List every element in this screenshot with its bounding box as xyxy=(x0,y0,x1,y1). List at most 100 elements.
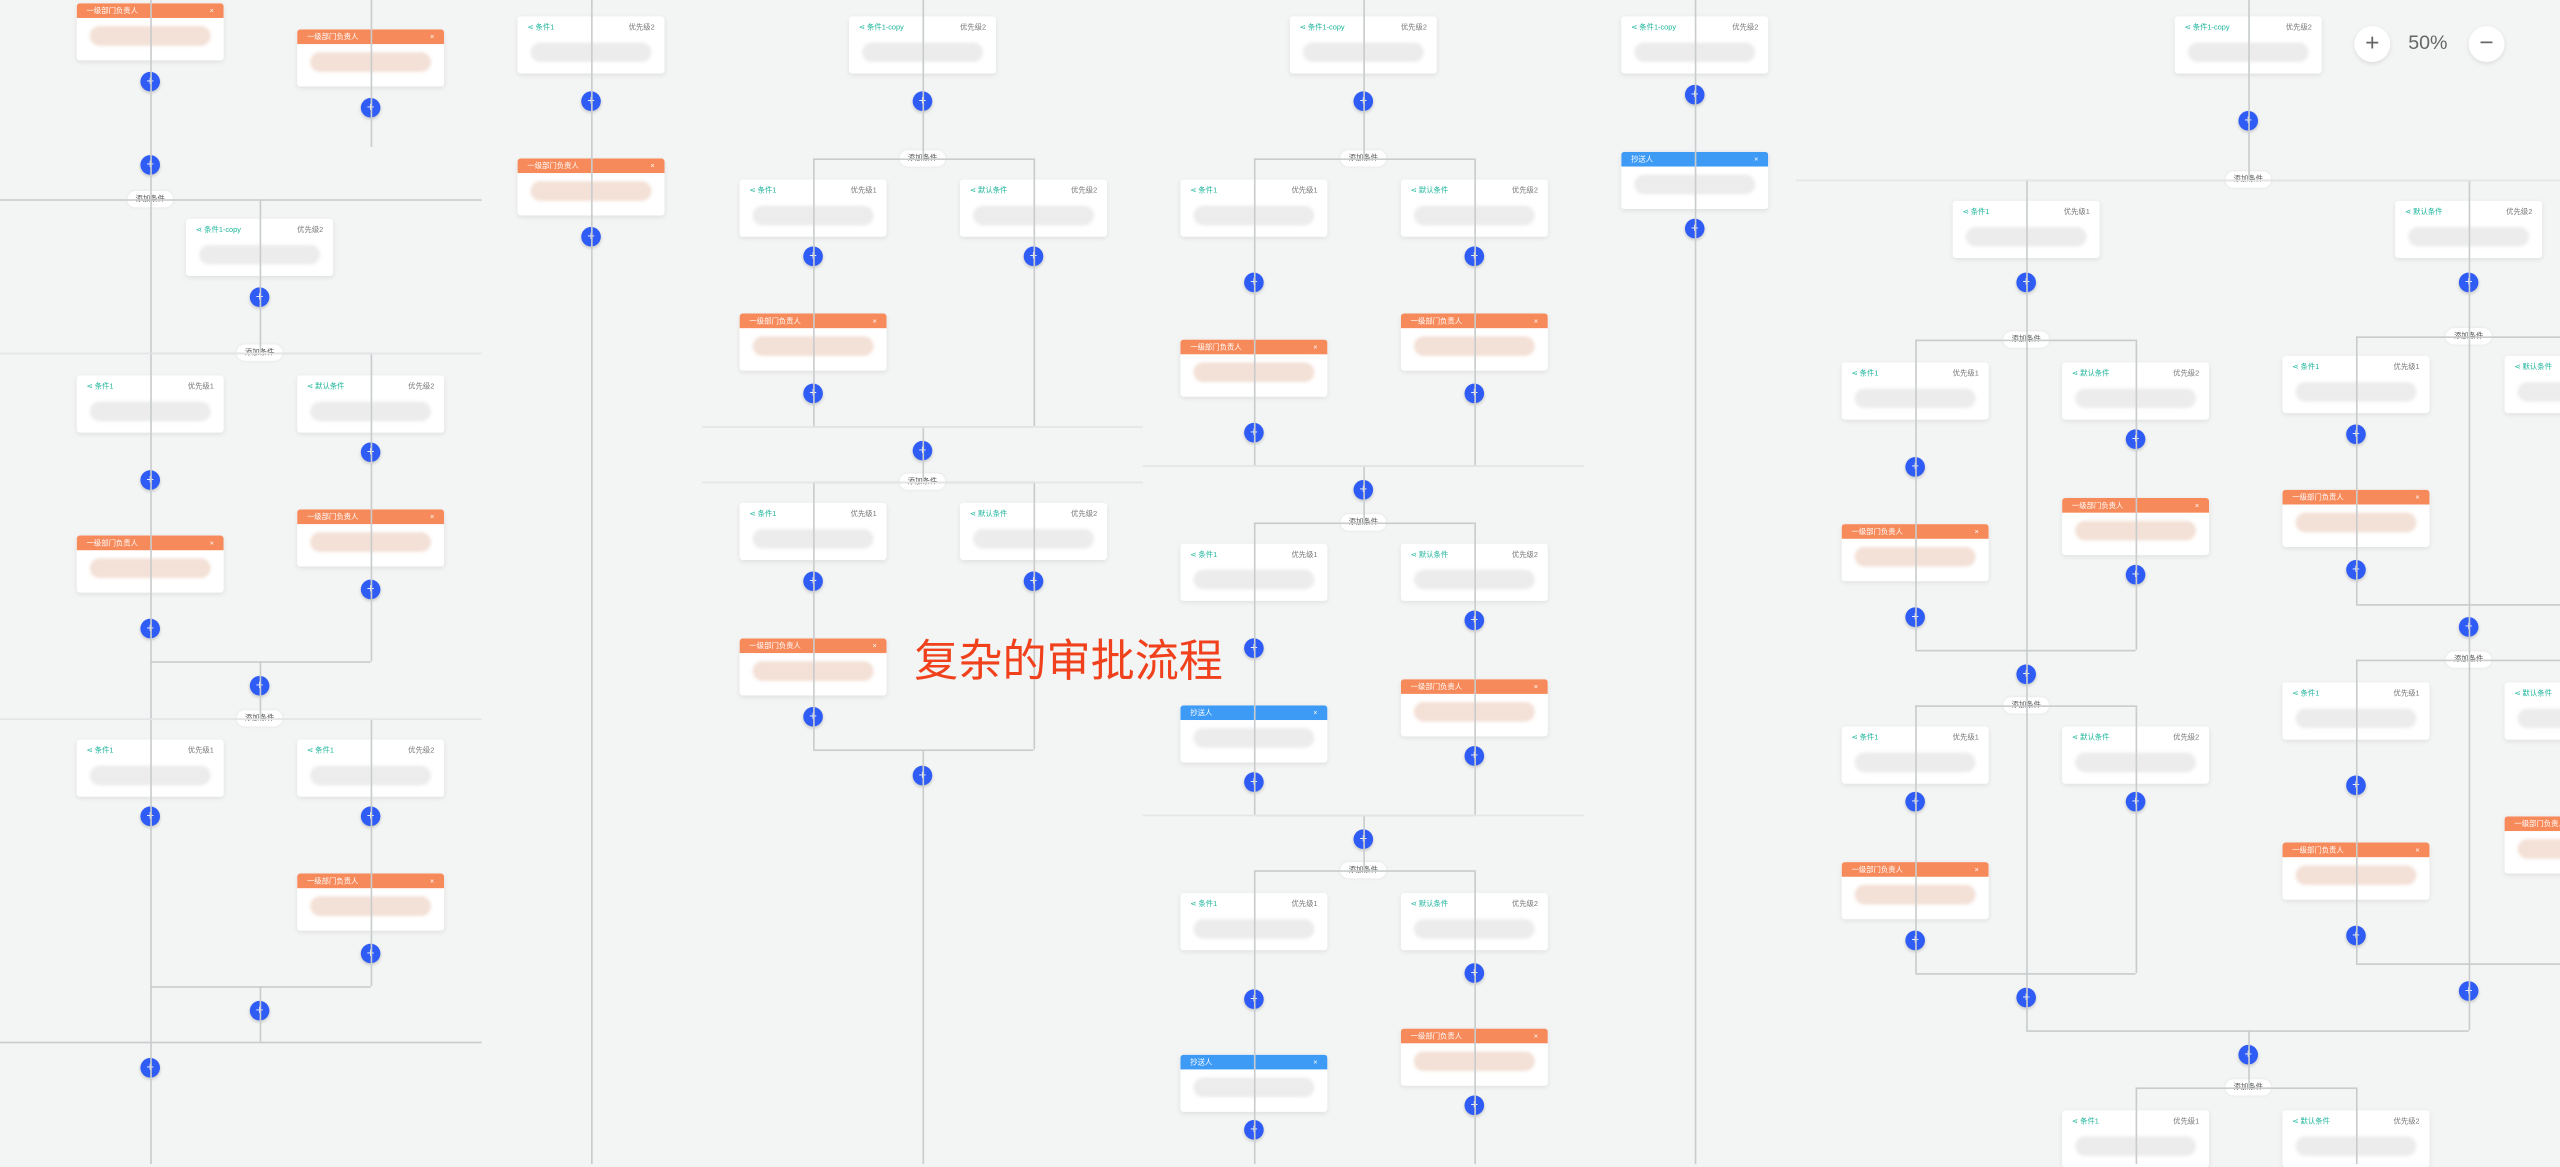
approver-node[interactable]: 一级部门负责人× xyxy=(2504,816,2560,874)
add-node-button[interactable]: + xyxy=(1905,930,1925,951)
connector-line xyxy=(2026,179,2028,1031)
approver-node[interactable]: 一级部门负责人× xyxy=(1400,1028,1548,1086)
node-title: 一级部门负责人 xyxy=(306,876,359,885)
connector-line xyxy=(1915,973,2136,975)
node-priority: 优先级1 xyxy=(850,509,877,518)
zoom-out-button[interactable]: − xyxy=(2468,26,2505,63)
approver-node[interactable]: 一级部门负责人× xyxy=(76,535,224,593)
node-title: 一级部门负责人 xyxy=(1410,682,1463,691)
close-icon[interactable]: × xyxy=(872,641,877,650)
node-content xyxy=(310,401,432,422)
add-node-button[interactable]: + xyxy=(140,1057,161,1078)
add-node-button[interactable]: + xyxy=(1464,383,1485,404)
node-title: 一级部门负责人 xyxy=(749,641,801,650)
add-node-button[interactable]: + xyxy=(1905,607,1925,627)
add-node-button[interactable]: + xyxy=(1464,746,1485,766)
condition-node[interactable]: ⋖ 默认条件优先级2 xyxy=(1400,543,1548,601)
node-content xyxy=(89,558,211,578)
add-node-button[interactable]: + xyxy=(1905,457,1925,477)
close-icon[interactable]: × xyxy=(1754,155,1759,164)
node-content xyxy=(1413,919,1535,939)
close-icon[interactable]: × xyxy=(1533,1031,1539,1041)
close-icon[interactable]: × xyxy=(2194,501,2200,510)
node-priority: 优先级2 xyxy=(408,746,435,755)
node-content xyxy=(530,181,652,201)
approver-node[interactable]: 一级部门负责人× xyxy=(1841,862,1989,920)
connector-line xyxy=(259,661,262,719)
close-icon[interactable]: × xyxy=(2415,493,2420,502)
add-node-button[interactable]: + xyxy=(1464,1095,1485,1116)
close-icon[interactable]: × xyxy=(872,316,877,325)
add-condition-button[interactable]: 添加条件 xyxy=(236,344,283,361)
add-node-button[interactable]: + xyxy=(140,470,161,490)
connector-line xyxy=(1915,339,2136,342)
add-node-button[interactable]: + xyxy=(140,806,161,827)
close-icon[interactable]: × xyxy=(1313,1057,1318,1067)
approver-node[interactable]: 一级部门负责人× xyxy=(1400,313,1548,371)
add-node-button[interactable]: + xyxy=(1464,246,1485,267)
close-icon[interactable]: × xyxy=(429,512,435,521)
close-icon[interactable]: × xyxy=(429,876,435,885)
approver-node[interactable]: 一级部门负责人 × xyxy=(1841,524,1989,582)
add-node-button[interactable]: + xyxy=(140,618,161,639)
connector-line xyxy=(591,0,593,1165)
node-title: 抄送人 xyxy=(1631,155,1654,164)
node-priority: 优先级2 xyxy=(2506,207,2533,216)
connector-line xyxy=(0,1041,482,1044)
add-node-button[interactable]: + xyxy=(140,71,161,92)
node-title: ⋖ 条件1 xyxy=(1962,207,1990,216)
node-title: ⋖ 条件1 xyxy=(2292,688,2320,698)
close-icon[interactable]: × xyxy=(1533,682,1539,691)
add-node-button[interactable]: + xyxy=(1464,610,1485,631)
node-title: ⋖ 条件1-copy xyxy=(858,22,904,32)
node-priority: 优先级2 xyxy=(1732,22,1759,32)
condition-node[interactable]: ⋖ 默认条件优先级2 xyxy=(1400,179,1548,237)
node-content xyxy=(89,401,211,422)
node-priority: 优先级1 xyxy=(187,382,214,391)
add-node-button[interactable]: + xyxy=(140,155,161,175)
connector-line xyxy=(150,0,152,1165)
close-icon[interactable]: × xyxy=(209,6,214,15)
node-title: ⋖ 条件1 xyxy=(306,746,334,755)
add-node-button[interactable]: + xyxy=(2016,987,2036,1008)
close-icon[interactable]: × xyxy=(209,538,214,547)
add-node-button[interactable]: + xyxy=(1464,963,1485,983)
close-icon[interactable]: × xyxy=(1533,316,1539,325)
close-icon[interactable]: × xyxy=(1313,708,1318,717)
node-title: 一级部门负责人 xyxy=(306,512,359,521)
approver-node[interactable]: 一级部门负责人 × xyxy=(1400,679,1548,737)
add-node-button[interactable]: + xyxy=(2016,272,2036,293)
node-content xyxy=(1413,569,1535,590)
connector-line xyxy=(1363,0,1365,159)
close-icon[interactable]: × xyxy=(650,161,655,170)
node-priority: 优先级1 xyxy=(2063,207,2090,216)
condition-node[interactable]: ⋖ 默认条件优先级2 xyxy=(1400,893,1548,951)
node-content xyxy=(89,765,211,786)
connector-line xyxy=(0,718,482,721)
add-node-button[interactable]: + xyxy=(2016,664,2036,685)
node-title: 一级部门负责人 xyxy=(1851,527,1903,536)
node-priority: 优先级1 xyxy=(850,186,877,195)
connector-line xyxy=(2355,336,2560,338)
node-content xyxy=(1413,1051,1535,1072)
node-title: ⋖ 条件1-copy xyxy=(1299,22,1345,32)
condition-node[interactable]: ⋖ 条件1 优先级1 xyxy=(1952,200,2100,258)
approver-node[interactable]: 一级部门负责人× xyxy=(76,3,224,61)
close-icon[interactable]: × xyxy=(1974,865,1979,874)
zoom-in-button[interactable]: + xyxy=(2354,26,2391,63)
node-content xyxy=(2517,839,2560,859)
close-icon[interactable]: × xyxy=(429,32,435,41)
close-icon[interactable]: × xyxy=(1974,527,1979,536)
node-priority: 优先级2 xyxy=(1511,550,1539,559)
close-icon[interactable]: × xyxy=(2415,845,2420,854)
add-node-button[interactable]: + xyxy=(1905,791,1925,812)
close-icon[interactable]: × xyxy=(1313,342,1318,352)
